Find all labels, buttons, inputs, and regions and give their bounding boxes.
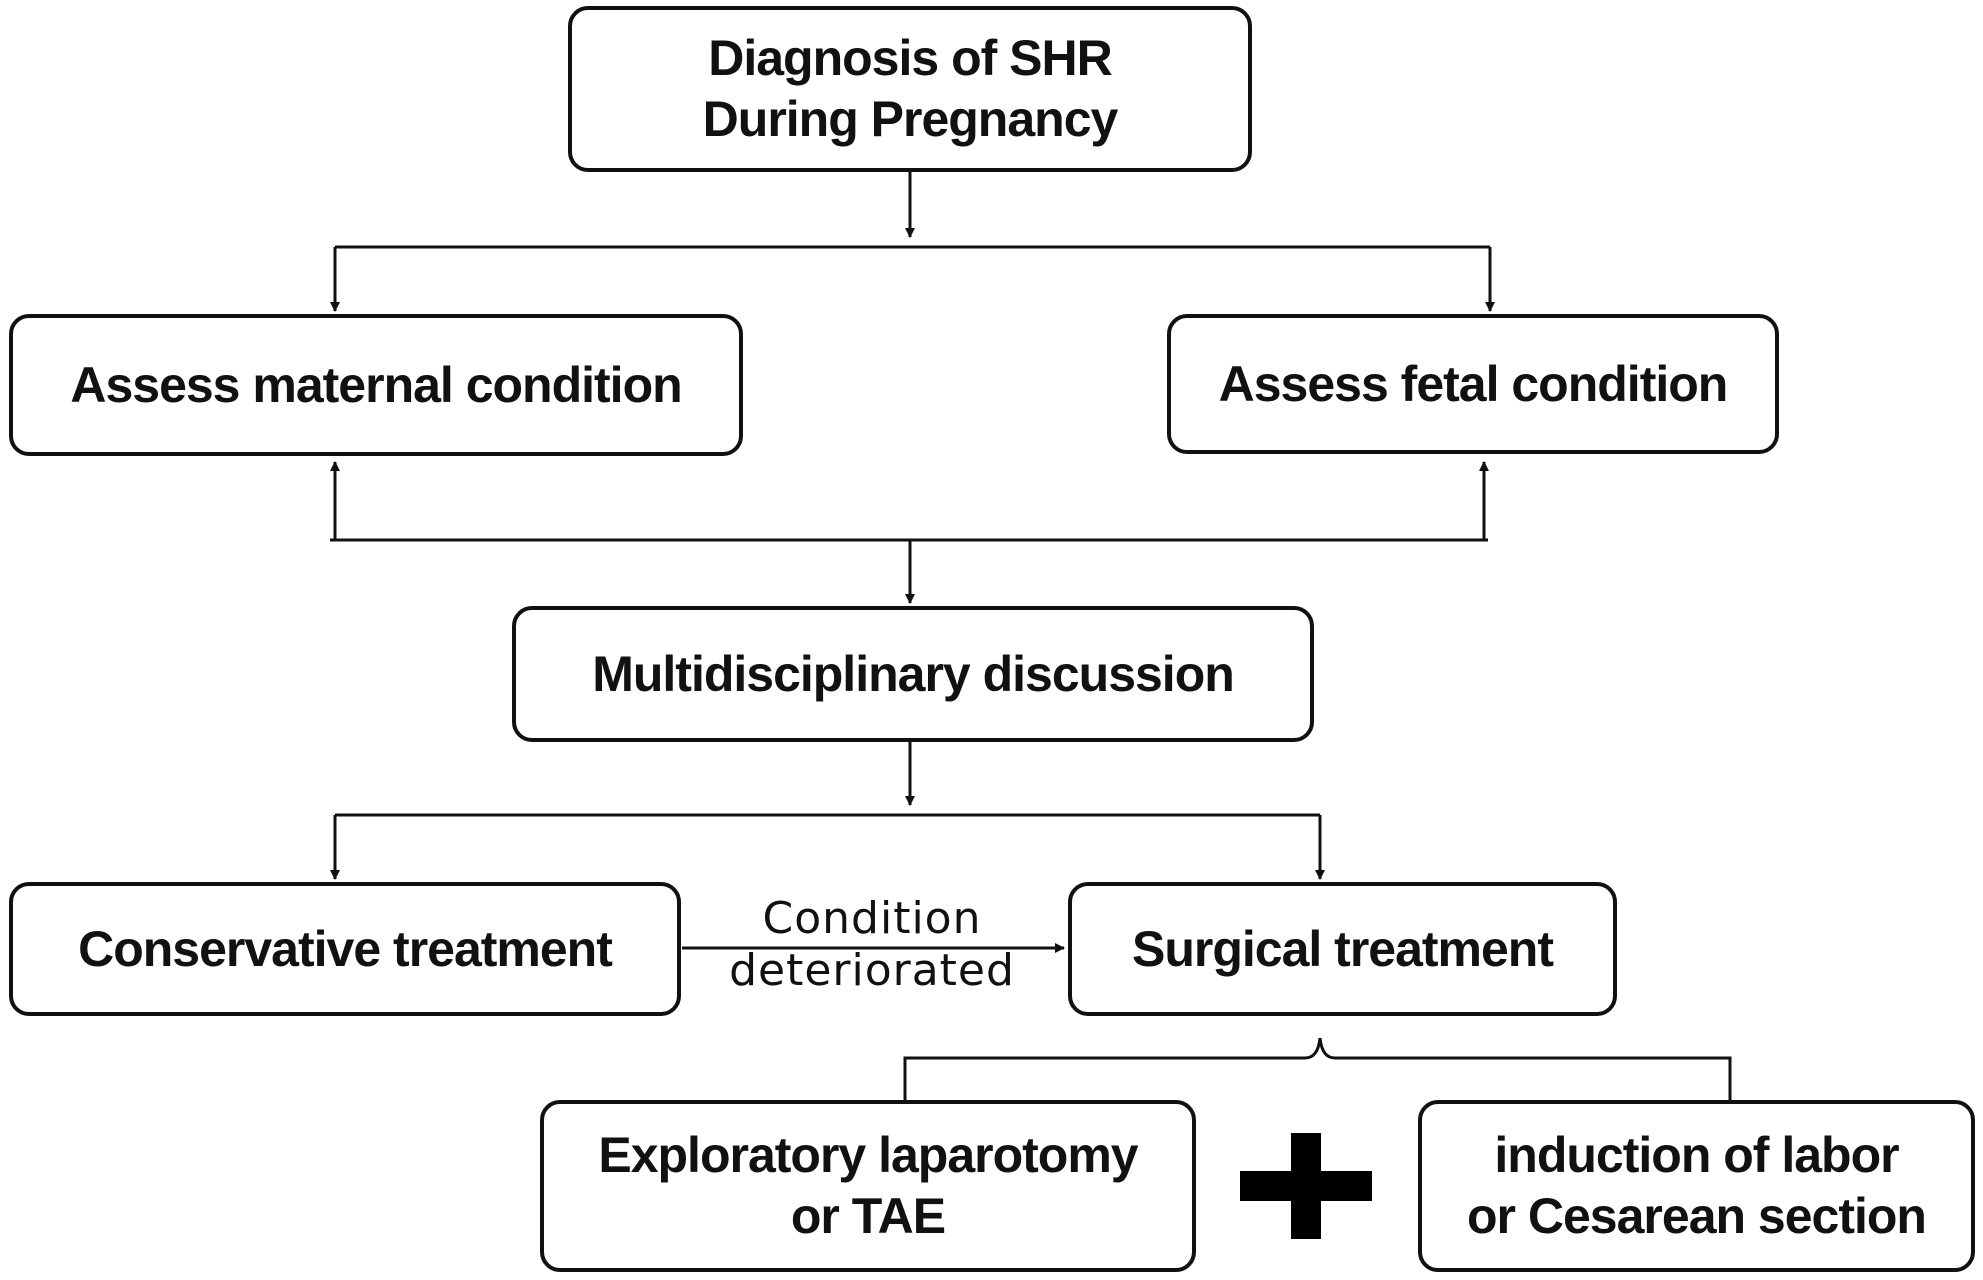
laparotomy-node: Exploratory laparotomy or TAE bbox=[540, 1100, 1196, 1272]
laparotomy-label: Exploratory laparotomy or TAE bbox=[598, 1127, 1138, 1244]
fetal-node: Assess fetal condition bbox=[1167, 314, 1779, 454]
conservative-node: Conservative treatment bbox=[9, 882, 681, 1016]
mdt-node: Multidisciplinary discussion bbox=[512, 606, 1314, 742]
labor-node: induction of labor or Cesarean section bbox=[1418, 1100, 1975, 1272]
surgical-brace bbox=[903, 1037, 1732, 1100]
plus-icon bbox=[1240, 1133, 1372, 1239]
maternal-label: Assess maternal condition bbox=[70, 356, 682, 413]
plus-icon-vertical-bar bbox=[1291, 1133, 1321, 1239]
labor-label: induction of labor or Cesarean section bbox=[1467, 1127, 1927, 1244]
surgical-label: Surgical treatment bbox=[1131, 920, 1554, 977]
maternal-node: Assess maternal condition bbox=[9, 314, 743, 456]
deteriorated-edge-label: Condition deteriorated bbox=[729, 893, 1015, 996]
diagnosis-label: Diagnosis of SHR During Pregnancy bbox=[702, 30, 1119, 147]
conservative-label: Conservative treatment bbox=[78, 920, 613, 977]
surgical-node: Surgical treatment bbox=[1068, 882, 1617, 1016]
mdt-label: Multidisciplinary discussion bbox=[592, 645, 1235, 702]
diagnosis-node: Diagnosis of SHR During Pregnancy bbox=[568, 6, 1252, 172]
fetal-label: Assess fetal condition bbox=[1218, 355, 1729, 412]
